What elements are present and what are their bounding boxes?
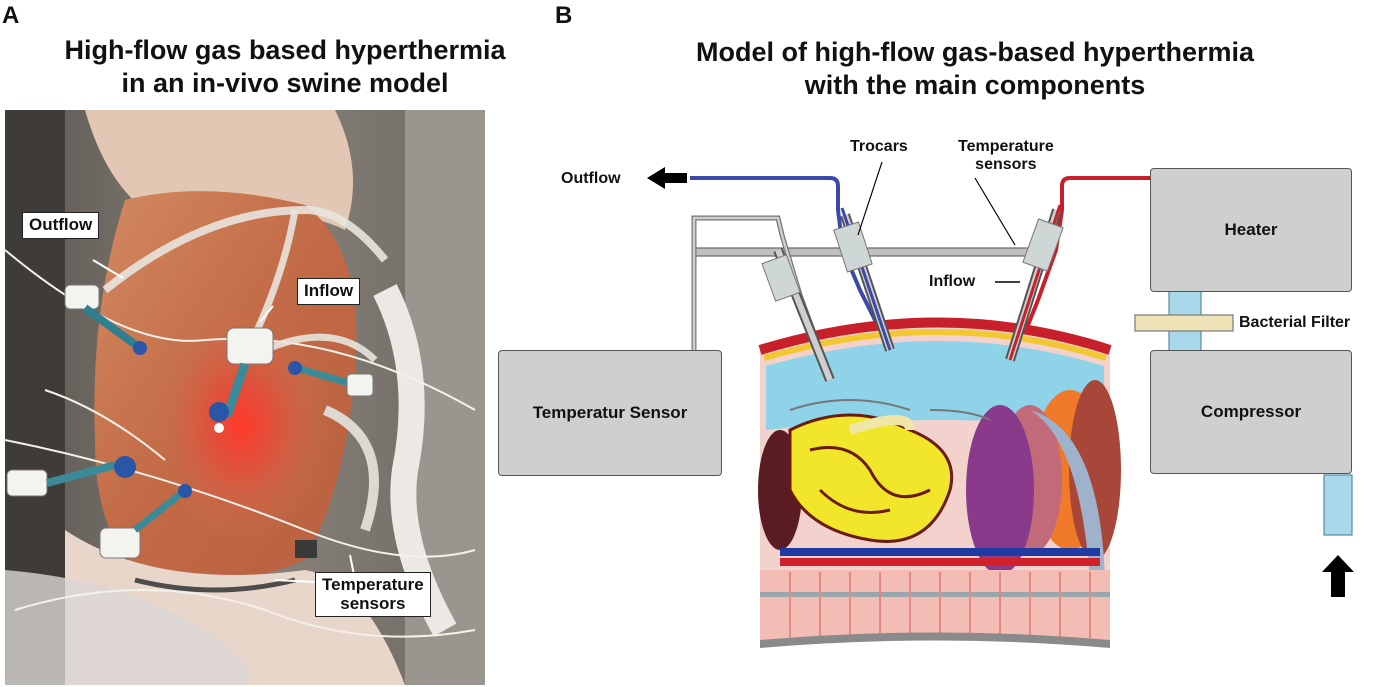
panel-b-title-line1: Model of high-flow gas-based hyperthermi… bbox=[695, 37, 1255, 67]
photo-label-outflow: Outflow bbox=[22, 212, 100, 239]
diagram-label-inflow: Inflow bbox=[929, 273, 976, 290]
photo-label-temperature-sensors: Temperature sensors bbox=[315, 572, 431, 618]
trocar-inflow bbox=[209, 327, 274, 433]
trocar-right bbox=[288, 361, 374, 397]
outflow-arrow bbox=[647, 167, 687, 189]
trocar-lower bbox=[99, 484, 192, 559]
spine-region bbox=[760, 570, 1110, 640]
diagram-label-bacterial-filter: Bacterial Filter bbox=[1239, 314, 1351, 331]
trocar-left bbox=[761, 248, 835, 382]
panel-a-letter: A bbox=[2, 2, 20, 29]
photo-label-inflow: Inflow bbox=[297, 278, 361, 305]
trocar-lower-left bbox=[6, 456, 136, 497]
sensor-rod bbox=[694, 247, 1046, 257]
diagram-label-outflow: Outflow bbox=[561, 170, 621, 187]
diagram-label-temperature-sensors: Temperature sensors bbox=[958, 138, 1054, 175]
trocar-middle bbox=[833, 207, 895, 352]
photo-label-temperature-sensors-line1: Temperature bbox=[322, 575, 424, 594]
diagram-label-temperature-sensors-line2: sensors bbox=[975, 156, 1037, 174]
diagram-label-temperature-sensors-line1: Temperature bbox=[958, 138, 1054, 155]
diagram-label-trocars: Trocars bbox=[850, 138, 908, 155]
photo-label-temperature-sensors-line2: sensors bbox=[340, 593, 406, 613]
swine-photo bbox=[5, 110, 485, 685]
abdomen-cross-section bbox=[758, 317, 1121, 648]
organ-stomach bbox=[966, 405, 1034, 575]
heater-box: Heater bbox=[1150, 168, 1352, 292]
panel-a-title-line2: in an in-vivo swine model bbox=[121, 67, 449, 98]
panel-b-title-line2: with the main components bbox=[804, 69, 1146, 100]
compressor-box: Compressor bbox=[1150, 350, 1352, 474]
panel-a-title: High-flow gas based hyperthermia in an i… bbox=[20, 34, 550, 100]
panel-b-title: Model of high-flow gas-based hyperthermi… bbox=[620, 36, 1330, 102]
trocar-right bbox=[1005, 204, 1064, 362]
hyperthermia-diagram bbox=[647, 161, 1354, 648]
intake-arrow bbox=[1322, 555, 1354, 597]
bacterial-filter-bar bbox=[1134, 314, 1234, 332]
peritoneal-cavity bbox=[766, 341, 1104, 430]
pipe-compressor-out bbox=[1323, 474, 1353, 536]
panel-b-letter: B bbox=[555, 2, 573, 29]
panel-a-title-line1: High-flow gas based hyperthermia bbox=[64, 35, 506, 65]
trocar-outflow bbox=[64, 284, 147, 355]
temperatur-sensor-box: Temperatur Sensor bbox=[498, 350, 722, 476]
